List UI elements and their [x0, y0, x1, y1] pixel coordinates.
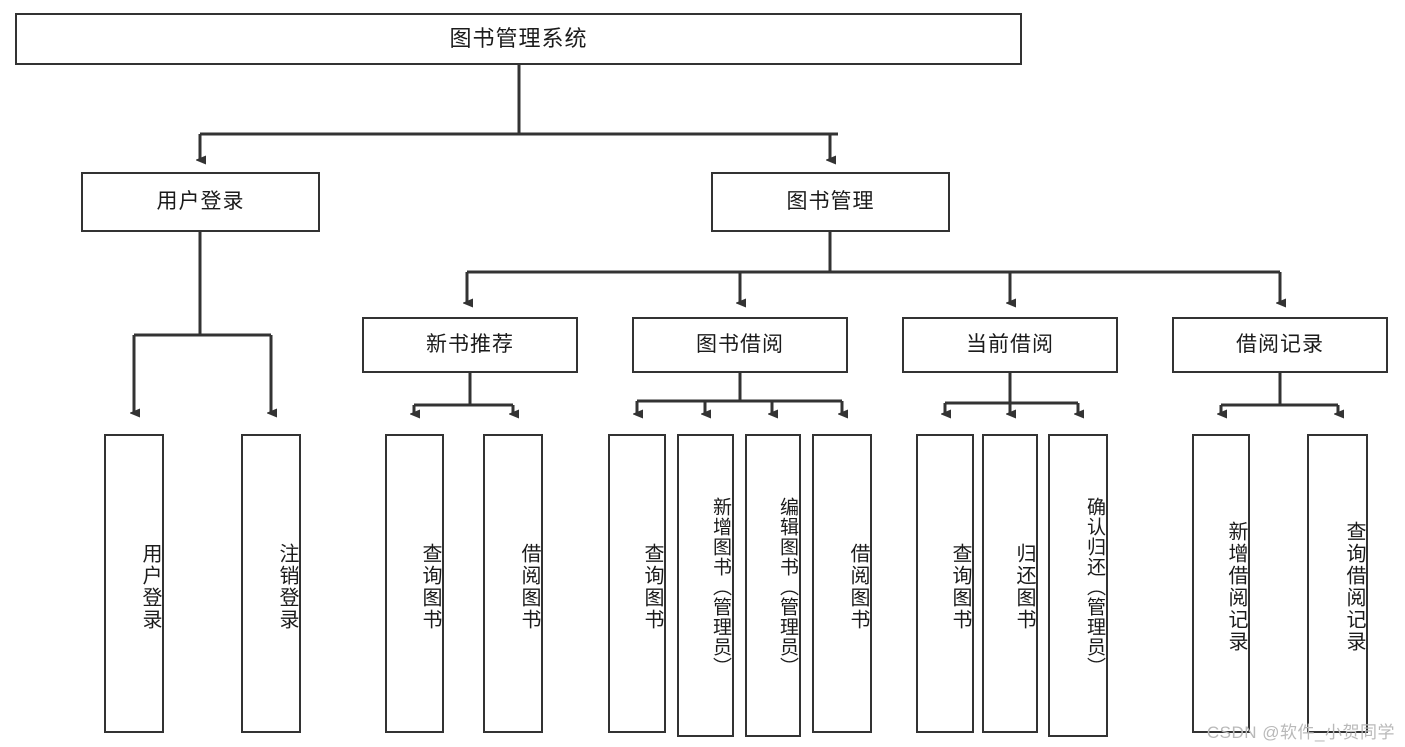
node-book-borrow[interactable]: 图书借阅	[632, 317, 848, 373]
leaf-edit-book-admin[interactable]: 编辑图书（管理员）	[745, 434, 801, 737]
node-root-system[interactable]: 图书管理系统	[15, 13, 1022, 65]
leaf-query-book-current[interactable]: 查询图书	[916, 434, 974, 733]
leaf-query-book-borrow[interactable]: 查询图书	[608, 434, 666, 733]
node-current-borrow[interactable]: 当前借阅	[902, 317, 1118, 373]
leaf-logout-login[interactable]: 注销登录	[241, 434, 301, 733]
csdn-watermark: CSDN @软件_小贺同学	[1206, 723, 1395, 742]
leaf-query-book-recommend[interactable]: 查询图书	[385, 434, 444, 733]
leaf-return-book[interactable]: 归还图书	[982, 434, 1038, 733]
leaf-borrow-book-recommend[interactable]: 借阅图书	[483, 434, 543, 733]
leaf-borrow-book-borrow[interactable]: 借阅图书	[812, 434, 872, 733]
leaf-confirm-return-admin[interactable]: 确认归还（管理员）	[1048, 434, 1108, 737]
leaf-user-login[interactable]: 用户登录	[104, 434, 164, 733]
node-book-management[interactable]: 图书管理	[711, 172, 950, 232]
leaf-add-borrow-record[interactable]: 新增借阅记录	[1192, 434, 1250, 733]
node-user-login[interactable]: 用户登录	[81, 172, 320, 232]
node-new-book-recommend[interactable]: 新书推荐	[362, 317, 578, 373]
node-borrow-record[interactable]: 借阅记录	[1172, 317, 1388, 373]
leaf-add-book-admin[interactable]: 新增图书（管理员）	[677, 434, 734, 737]
leaf-query-borrow-record[interactable]: 查询借阅记录	[1307, 434, 1368, 733]
